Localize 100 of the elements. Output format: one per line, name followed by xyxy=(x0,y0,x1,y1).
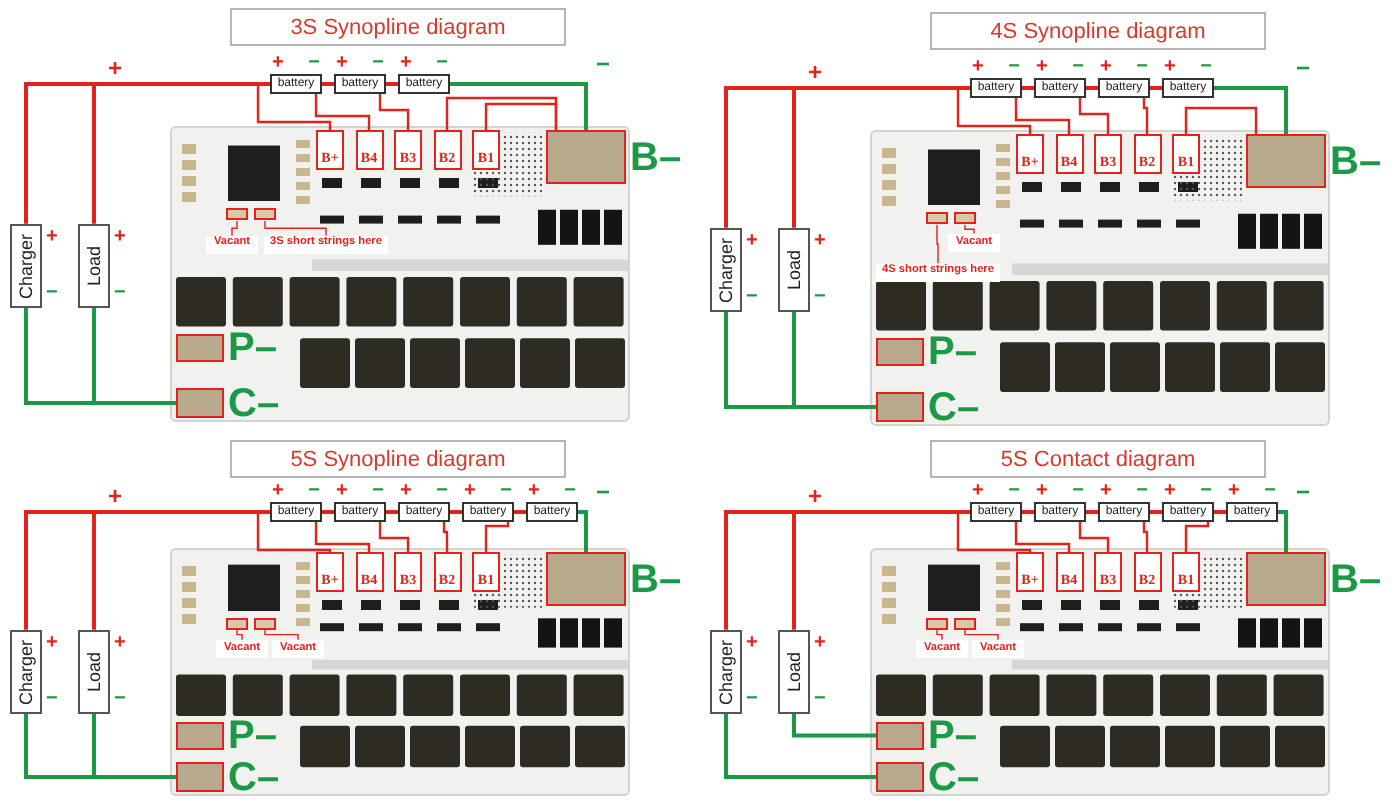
polarity-sign: − xyxy=(564,482,576,502)
terminal-label: P– xyxy=(928,715,977,756)
polarity-sign: + xyxy=(1036,482,1048,502)
wire xyxy=(1150,86,1162,90)
polarity-sign: + xyxy=(808,60,823,84)
polarity-sign: + xyxy=(746,231,758,252)
device-label: Charger xyxy=(716,639,736,705)
wire xyxy=(92,82,270,224)
polarity-sign: − xyxy=(1296,480,1311,504)
terminal-pad xyxy=(1133,552,1161,592)
polarity-sign: + xyxy=(108,56,123,80)
polarity-sign: − xyxy=(596,52,611,76)
wire xyxy=(450,82,588,130)
wire xyxy=(724,713,876,779)
note-label xyxy=(272,639,324,658)
terminal-pad xyxy=(1172,134,1200,174)
note-label xyxy=(876,263,1000,282)
wire xyxy=(1078,522,1110,552)
polarity-sign: − xyxy=(1200,482,1212,502)
device-label: Load xyxy=(784,249,804,290)
polarity-sign: − xyxy=(1072,482,1084,502)
wire xyxy=(92,713,176,779)
wire xyxy=(1022,510,1034,514)
wire xyxy=(92,307,176,405)
device-label: Charger xyxy=(716,237,736,303)
polarity-sign: − xyxy=(1136,482,1148,502)
wire xyxy=(792,86,970,228)
terminal-pad xyxy=(1094,134,1122,174)
terminal-label: B– xyxy=(1330,559,1382,599)
wire xyxy=(1078,98,1110,134)
note-label xyxy=(948,233,1000,252)
polarity-sign: + xyxy=(464,482,476,502)
title-box xyxy=(930,440,1266,478)
terminal-pad xyxy=(1016,552,1044,592)
polarity-sign: + xyxy=(972,482,984,502)
polarity-sign: − xyxy=(436,482,448,502)
wire xyxy=(792,311,876,409)
terminal-label: P– xyxy=(228,715,277,756)
wire xyxy=(514,510,526,514)
polarity-sign: − xyxy=(1008,58,1020,78)
note-label xyxy=(916,639,968,658)
polarity-sign: + xyxy=(400,54,412,74)
note-label xyxy=(206,235,258,254)
wire xyxy=(1086,86,1098,90)
heading-label: 5S Synopline diagram xyxy=(290,447,506,471)
polarity-sign: − xyxy=(814,287,826,308)
polarity-sign: − xyxy=(46,689,58,710)
wire xyxy=(1150,510,1162,514)
heading-label: 5S Contact diagram xyxy=(1000,447,1196,471)
title-box xyxy=(230,440,566,478)
terminal-label: B– xyxy=(630,137,682,177)
terminal-pad xyxy=(472,552,500,592)
polarity-sign: + xyxy=(336,54,348,74)
terminal-label: P– xyxy=(928,331,977,372)
leader-line xyxy=(264,220,327,237)
polarity-sign: − xyxy=(746,287,758,308)
terminal-label: B– xyxy=(1330,141,1382,181)
polarity-sign: + xyxy=(400,482,412,502)
wire xyxy=(1184,522,1210,552)
wire xyxy=(378,94,410,130)
terminal-label: C– xyxy=(928,757,980,797)
terminal-pad xyxy=(472,130,500,170)
note-label xyxy=(972,639,1024,658)
polarity-sign: − xyxy=(1008,482,1020,502)
polarity-sign: − xyxy=(746,689,758,710)
terminal-pad xyxy=(394,552,422,592)
wire xyxy=(314,94,371,130)
wire xyxy=(956,86,1032,134)
wire xyxy=(92,510,270,630)
polarity-sign: − xyxy=(372,54,384,74)
leader-line xyxy=(236,628,243,641)
polarity-sign: + xyxy=(1100,58,1112,78)
polarity-sign: − xyxy=(500,482,512,502)
title-box xyxy=(930,12,1266,50)
polarity-sign: − xyxy=(1296,56,1311,80)
polarity-sign: + xyxy=(1100,482,1112,502)
polarity-sign: − xyxy=(596,480,611,504)
wire xyxy=(378,522,410,552)
leader-line xyxy=(264,628,299,641)
wire xyxy=(484,102,558,130)
wire xyxy=(442,522,449,552)
polarity-sign: − xyxy=(308,482,320,502)
polarity-sign: + xyxy=(114,633,126,654)
leader-line xyxy=(964,628,999,641)
polarity-sign: + xyxy=(114,227,126,248)
wire xyxy=(484,522,510,552)
wire xyxy=(1184,106,1258,134)
wire xyxy=(445,96,558,130)
terminal-pad xyxy=(316,552,344,592)
polarity-sign: + xyxy=(108,484,123,508)
wire xyxy=(578,510,588,552)
note-label xyxy=(264,235,388,254)
polarity-sign: + xyxy=(46,633,58,654)
terminal-label: C– xyxy=(228,757,280,797)
terminal-pad xyxy=(1172,552,1200,592)
terminal-label: C– xyxy=(228,383,280,423)
wire xyxy=(450,510,462,514)
solder-pad xyxy=(954,212,976,225)
solder-pad xyxy=(226,208,248,221)
polarity-sign: − xyxy=(46,283,58,304)
